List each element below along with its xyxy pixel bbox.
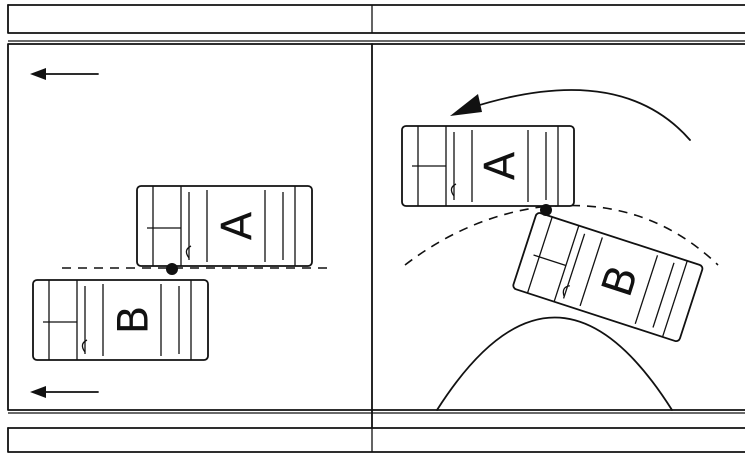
trajectory-line xyxy=(554,204,719,266)
impact-point-icon xyxy=(166,263,178,275)
curved-arrow-icon xyxy=(450,89,691,141)
arrow-left-icon xyxy=(30,386,99,398)
car-a-right: A xyxy=(401,125,575,207)
car-a-label: A xyxy=(213,211,262,240)
car-b-left: B xyxy=(32,279,209,361)
left-panel xyxy=(7,40,745,429)
trajectory-line xyxy=(404,205,549,266)
bottom-road-band xyxy=(7,427,745,453)
top-road-band xyxy=(7,4,745,34)
car-a-label: A xyxy=(476,151,525,180)
car-b-label: B xyxy=(109,306,158,335)
car-b-right: B xyxy=(512,212,704,343)
arrow-left-icon xyxy=(30,68,99,80)
curb-arc xyxy=(436,316,673,411)
car-a-left: A xyxy=(136,185,313,267)
impact-point-icon xyxy=(540,204,552,216)
